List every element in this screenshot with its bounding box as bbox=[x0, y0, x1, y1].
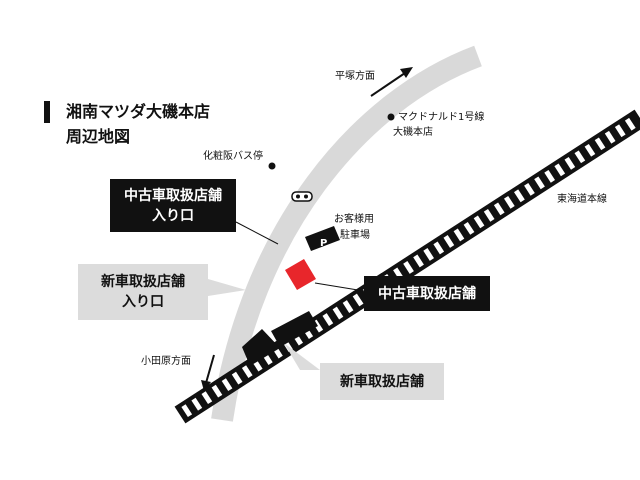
callout-used-car-entrance-line2: 入り口 bbox=[152, 207, 194, 224]
rail-tie bbox=[544, 169, 556, 183]
rail-tie bbox=[473, 215, 485, 229]
rail-tie bbox=[534, 176, 545, 190]
rail-tie bbox=[614, 124, 626, 138]
new-car-store-building-right bbox=[271, 311, 318, 347]
rail-tie bbox=[554, 163, 566, 177]
rail-tie bbox=[342, 300, 354, 313]
rail-tie bbox=[503, 195, 515, 209]
rail-tie bbox=[594, 137, 606, 151]
rail-tie bbox=[574, 150, 586, 164]
rail-tie bbox=[624, 117, 636, 131]
callout-new-car-entrance: 新車取扱店舗 入り口 bbox=[78, 264, 208, 320]
rail-tie bbox=[524, 182, 535, 196]
rail-tie bbox=[483, 208, 495, 222]
callout-used-car-entrance: 中古車取扱店舗 入り口 bbox=[110, 179, 236, 232]
road bbox=[211, 45, 482, 422]
rail-tie bbox=[514, 189, 525, 203]
label-mcdonalds-line1: マクドナルド1号線 bbox=[398, 112, 485, 123]
rail-tie bbox=[241, 365, 253, 378]
rail-tie bbox=[423, 248, 435, 261]
parking-mark: P bbox=[320, 238, 327, 249]
rail-tie bbox=[493, 202, 505, 216]
title-bar bbox=[44, 101, 50, 123]
rail-tie bbox=[433, 241, 445, 255]
callout-used-car-store: 中古車取扱店舗 bbox=[364, 276, 490, 311]
callout-new-car-entrance-line1: 新車取扱店舗 bbox=[101, 274, 185, 290]
rail-tie bbox=[584, 143, 596, 157]
arrow-hiratsuka-icon bbox=[370, 67, 413, 97]
rail-tie bbox=[564, 156, 576, 170]
pointer-new-entrance bbox=[208, 279, 246, 296]
rail-tie bbox=[332, 306, 344, 320]
rail-tie bbox=[322, 313, 334, 326]
bus-stop-symbol bbox=[291, 191, 313, 202]
rail-tie bbox=[604, 130, 616, 144]
rail-tie bbox=[453, 228, 465, 242]
rail-tie bbox=[211, 384, 223, 398]
parking-lot bbox=[305, 226, 340, 251]
label-odawara: 小田原方面 bbox=[141, 356, 191, 367]
label-bus-stop: 化粧阪バス停 bbox=[203, 151, 263, 162]
used-car-store-building bbox=[285, 259, 316, 290]
rail-tie bbox=[201, 391, 213, 405]
rail-tie bbox=[403, 261, 414, 274]
rail-tie bbox=[463, 222, 475, 235]
page-title-line2: 周辺地図 bbox=[66, 127, 131, 146]
label-parking-line1: お客様用 bbox=[334, 214, 374, 225]
rail-tie bbox=[181, 404, 193, 418]
callout-used-car-entrance-line1: 中古車取扱店舗 bbox=[124, 187, 222, 204]
label-railway: 東海道本線 bbox=[557, 194, 607, 205]
rail-tie bbox=[413, 254, 424, 268]
rail-tie bbox=[443, 235, 455, 248]
pointer-used-store bbox=[314, 282, 365, 292]
rail-tie bbox=[221, 378, 233, 392]
pointer-new-store bbox=[284, 343, 320, 370]
callout-new-car-store: 新車取扱店舗 bbox=[320, 363, 444, 400]
label-hiratsuka: 平塚方面 bbox=[335, 71, 375, 82]
label-mcdonalds-line2: 大磯本店 bbox=[393, 127, 433, 138]
arrow-odawara-icon bbox=[201, 354, 215, 391]
page-title-line1: 湘南マツダ大磯本店 bbox=[66, 102, 211, 121]
rail-tie bbox=[191, 397, 203, 411]
pointer-used-entrance bbox=[235, 221, 279, 245]
page-title: 湘南マツダ大磯本店 周辺地図 bbox=[66, 99, 210, 149]
mcdonalds-dot bbox=[387, 113, 395, 121]
label-parking-line2: 駐車場 bbox=[340, 230, 370, 241]
callout-new-car-entrance-line2: 入り口 bbox=[122, 294, 164, 310]
rail-tie bbox=[352, 293, 364, 307]
bus-stop-dot bbox=[268, 162, 276, 170]
rail-tie bbox=[231, 371, 243, 385]
new-car-store-building-left bbox=[242, 329, 280, 366]
